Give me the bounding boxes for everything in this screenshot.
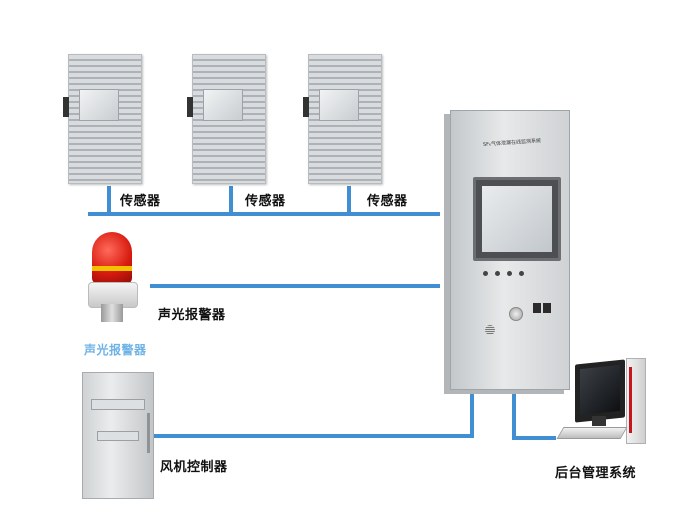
drop-wire-sensor-1 <box>107 186 111 212</box>
alarm-label: 声光报警器 <box>158 308 226 323</box>
alarm-caption: 声光报警器 <box>84 343 147 357</box>
backend-system-label: 后台管理系统 <box>555 466 637 481</box>
status-led-1 <box>483 271 488 276</box>
sensor-bracket <box>303 97 309 117</box>
cabinet-screen <box>473 177 561 261</box>
fan-subplate <box>97 431 139 441</box>
sensor-box-icon <box>303 54 382 184</box>
sensor-window <box>203 89 243 121</box>
alarm-stem <box>101 304 123 322</box>
cabinet-title: SF₆气体泄漏在线监测系统 <box>482 137 542 149</box>
sensor-box-icon <box>63 54 142 184</box>
fan-handle <box>147 413 150 453</box>
wire-pc-vertical <box>512 390 516 440</box>
drop-wire-sensor-2 <box>229 186 233 212</box>
cabinet-screen-display <box>482 186 552 252</box>
sensor-bracket <box>63 97 69 117</box>
fan-nameplate <box>91 399 145 410</box>
bus-wire-sensors <box>88 212 440 216</box>
wire-fan-horizontal <box>154 434 472 438</box>
cabinet-port-2 <box>543 303 551 313</box>
sensor-label-3: 传感器 <box>367 194 408 209</box>
sensor-label-1: 传感器 <box>120 194 161 209</box>
sensor-box-icon <box>187 54 266 184</box>
wire-fan-vertical <box>470 390 474 438</box>
monitor-stand <box>592 416 606 426</box>
cabinet-port-1 <box>533 303 541 313</box>
drop-wire-sensor-3 <box>347 186 351 212</box>
pc-tower-stripe <box>629 367 632 433</box>
cabinet-button <box>509 307 523 321</box>
wire-pc-horizontal <box>512 436 556 440</box>
status-led-2 <box>495 271 500 276</box>
control-box-icon <box>82 372 154 499</box>
monitor <box>575 359 625 423</box>
alarm-base <box>88 282 138 308</box>
status-led-4 <box>519 271 524 276</box>
sensor-label-2: 传感器 <box>245 194 286 209</box>
sensor-window <box>319 89 359 121</box>
pc-tower <box>626 358 646 444</box>
status-led-3 <box>507 271 512 276</box>
sensor-bracket <box>187 97 193 117</box>
alarm-dome <box>92 232 132 284</box>
wire-alarm <box>150 284 440 288</box>
monitor-screen <box>580 364 620 416</box>
monitoring-cabinet-icon: SF₆气体泄漏在线监测系统 <box>450 110 570 390</box>
fan-controller-label: 风机控制器 <box>160 460 228 475</box>
keyboard <box>556 427 628 439</box>
alarm-band <box>92 266 132 271</box>
sensor-window <box>79 89 119 121</box>
speaker-vent <box>485 325 495 335</box>
